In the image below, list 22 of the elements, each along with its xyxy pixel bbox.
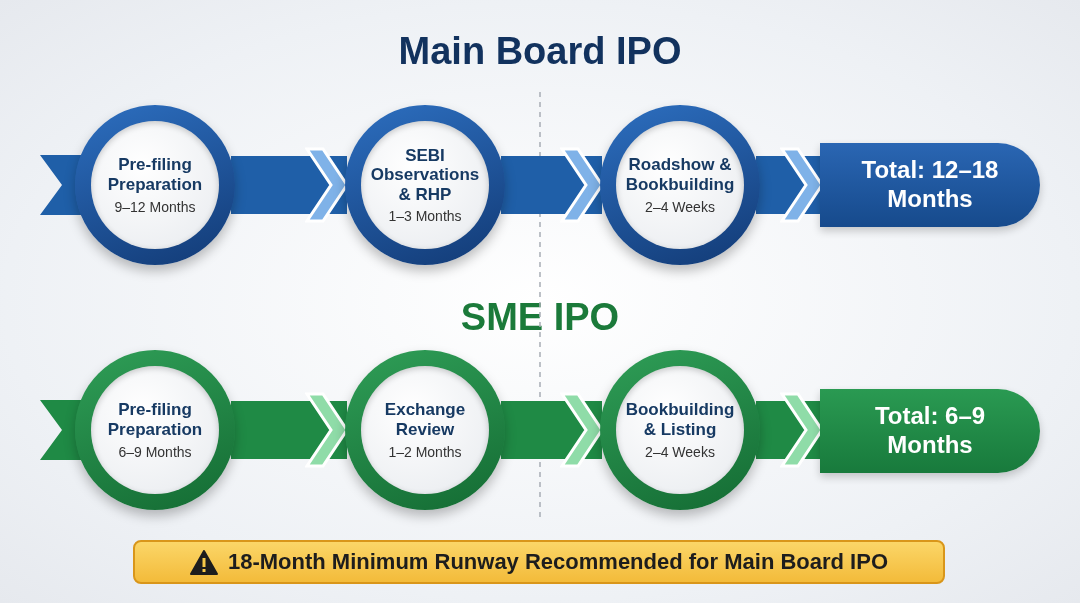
warning-banner — [133, 540, 945, 584]
step-duration: 6–9 Months — [118, 443, 192, 460]
section-heading: Main Board IPO — [397, 30, 683, 73]
total-text: Total: 6–9 Months — [873, 402, 987, 460]
step-duration: 9–12 Months — [114, 198, 196, 215]
total-pill — [820, 143, 1040, 227]
step-duration: 1–2 Months — [388, 443, 462, 460]
total-text: Total: 12–18 Months — [860, 156, 1000, 214]
step-duration: 2–4 Weeks — [645, 198, 715, 215]
step-circle — [600, 105, 760, 265]
step-title: Roadshow & Bookbuilding — [624, 155, 736, 195]
step-circle — [345, 105, 505, 265]
step-title: Bookbuilding & Listing — [624, 400, 736, 440]
step-title: Exchange Review — [383, 400, 467, 440]
step-duration: 1–3 Months — [388, 208, 462, 225]
warning-text: 18-Month Minimum Runway Recommended for Main Board IPO — [227, 549, 889, 575]
step-title: Pre-filing Preparation — [106, 155, 204, 195]
section-heading: SME IPO — [459, 296, 621, 339]
step-duration: 2–4 Weeks — [645, 443, 715, 460]
total-pill — [820, 389, 1040, 473]
step-title: SEBI Observations & RHP — [369, 145, 481, 205]
step-title: Pre-filing Preparation — [106, 400, 204, 440]
